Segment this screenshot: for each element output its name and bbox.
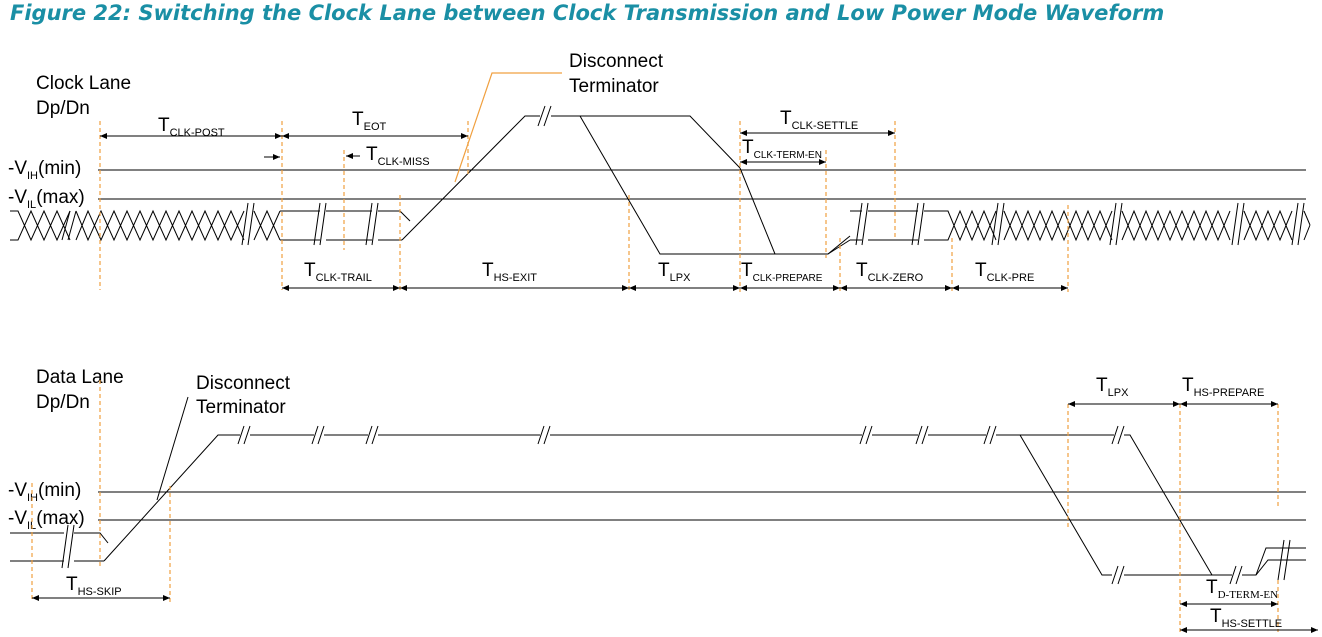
t-clk-pre-label: TCLK-PRE	[975, 260, 1034, 284]
figure-caption: Figure 22: Switching the Clock Lane betw…	[10, 1, 1165, 25]
t-hs-settle-label: THS-SETTLE	[1210, 606, 1282, 630]
clock-terminator-label: Terminator	[569, 76, 659, 97]
clock-hs-crossings-left	[10, 202, 411, 246]
data-timing-arrows	[32, 401, 1318, 633]
clock-vih-label: -VIH(min)	[8, 158, 81, 182]
t-hs-skip-label: THS-SKIP	[66, 574, 122, 598]
t-clk-settle-label: TCLK-SETTLE	[780, 108, 858, 132]
t-clk-trail-label: TCLK-TRAIL	[304, 260, 372, 284]
t-eot-label: TEOT	[352, 109, 387, 133]
t-clk-term-en-label: TCLK-TERM-EN	[742, 137, 822, 161]
data-lp-waveform	[10, 425, 1306, 585]
data-lane: Data Lane Dp/Dn -VIH(min) -VIL(max)	[8, 367, 1318, 633]
clock-lane-title: Clock Lane	[36, 73, 131, 94]
clock-disconnect-callout-line	[454, 72, 562, 183]
clock-timing-arrows	[100, 130, 1068, 291]
t-lpx-label: TLPX	[658, 260, 691, 284]
data-lane-subtitle: Dp/Dn	[36, 392, 90, 413]
t-hs-exit-label: THS-EXIT	[482, 260, 537, 284]
data-disconnect-label: Disconnect	[196, 373, 291, 394]
clock-markers	[99, 121, 1069, 292]
t-d-term-en-label: TD-TERM-EN	[1206, 577, 1278, 601]
t-clk-post-label: TCLK-POST	[158, 115, 225, 139]
data-disconnect-callout-line	[156, 396, 189, 501]
clock-vil-label: -VIL(max)	[8, 187, 85, 211]
data-markers	[31, 380, 1279, 632]
data-lane-title: Data Lane	[36, 367, 124, 388]
t-clk-miss-label: TCLK-MISS	[366, 144, 430, 168]
t-data-lpx-label: TLPX	[1096, 375, 1129, 399]
clock-lane: Clock Lane Dp/Dn -VIH(min) -VIL(max)	[8, 51, 1311, 292]
t-clk-zero-label: TCLK-ZERO	[856, 260, 924, 284]
data-vih-label: -VIH(min)	[8, 480, 81, 504]
clock-lane-subtitle: Dp/Dn	[36, 98, 90, 119]
t-hs-prepare-label: THS-PREPARE	[1182, 375, 1264, 399]
clock-disconnect-label: Disconnect	[569, 51, 664, 72]
t-clk-prepare-label: TCLK-PREPARE	[741, 260, 823, 284]
clock-hs-crossings-right	[850, 202, 1311, 246]
clock-lp-waveform	[401, 105, 851, 255]
data-terminator-label: Terminator	[196, 397, 286, 418]
